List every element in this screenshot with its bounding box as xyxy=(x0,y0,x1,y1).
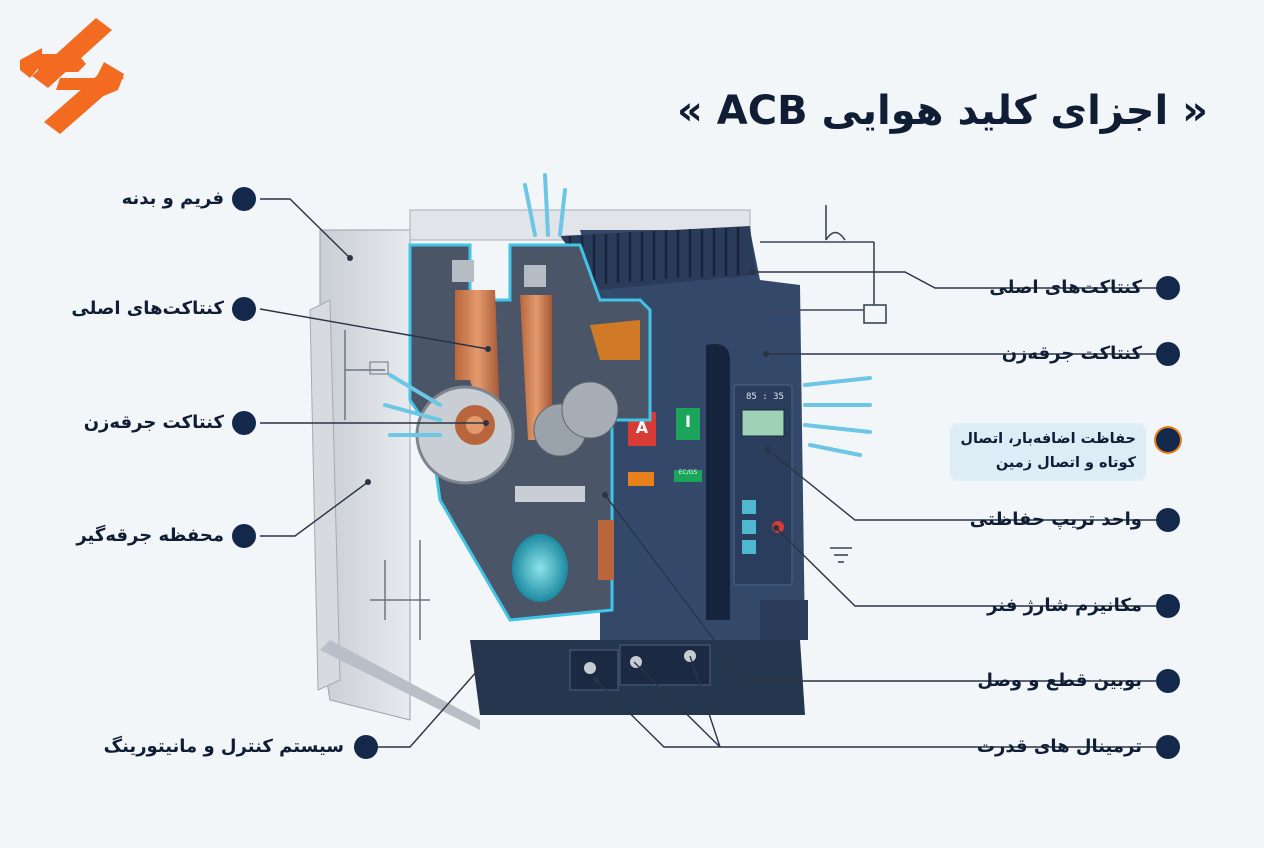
label-coil: بوبین قطع و وصل xyxy=(977,670,1142,691)
protection-callout: حفاظت اضافه‌بار، اتصال کوتاه و اتصال زمی… xyxy=(950,423,1146,481)
marker-dot xyxy=(232,187,256,211)
marker-dot xyxy=(354,735,378,759)
marker-dot xyxy=(1156,735,1180,759)
brand-logo-icon xyxy=(20,18,124,134)
marker-dot-highlight xyxy=(1156,428,1180,452)
label-main-contacts-right: کنتاکت‌های اصلی xyxy=(989,277,1142,298)
circuit-schematic xyxy=(758,205,887,563)
marker-dot xyxy=(232,411,256,435)
label-control-monitoring: سیستم کنترل و مانیتورینگ xyxy=(103,736,344,757)
off-button: A xyxy=(635,418,649,437)
cutaway-interior xyxy=(408,243,652,622)
marker-dot xyxy=(1156,342,1180,366)
label-frame-body: فریم و بدنه xyxy=(121,188,224,209)
marker-dot xyxy=(1156,508,1180,532)
label-arc-chute: محفظه جرقه‌گیر xyxy=(76,525,224,546)
leader-lines xyxy=(259,198,1156,748)
label-power-terminals: ترمینال های قدرت xyxy=(976,736,1142,757)
panel-display: 85 : 35 xyxy=(746,392,784,402)
label-trip-unit: واحد تریپ حفاظتی xyxy=(969,509,1142,530)
marker-dot xyxy=(1156,276,1180,300)
marker-dot xyxy=(1156,594,1180,618)
panel-small-label: EC/GS xyxy=(678,469,698,476)
label-arcing-contact-right: کنتاکت جرقه‌زن xyxy=(1001,343,1142,364)
marker-dot xyxy=(232,297,256,321)
page-title: « اجزای کلید هوایی ACB » xyxy=(677,88,1208,134)
on-button: I xyxy=(685,412,691,431)
frame-body xyxy=(309,209,751,730)
label-spring-mechanism: مکانیزم شارژ فنر xyxy=(987,595,1142,616)
marker-dot xyxy=(1156,669,1180,693)
marker-dot xyxy=(232,524,256,548)
label-arcing-contact-left: کنتاکت جرقه‌زن xyxy=(83,412,224,433)
airflow-arrows xyxy=(383,173,872,457)
label-main-contacts-left: کنتاکت‌های اصلی xyxy=(71,298,224,319)
